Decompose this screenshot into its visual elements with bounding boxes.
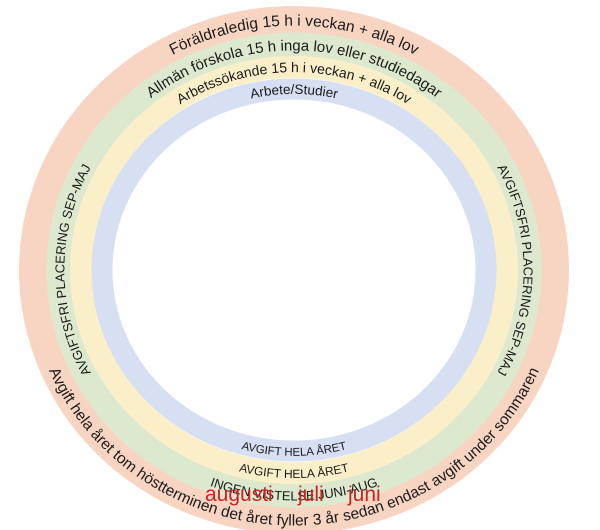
month-label-augusti: augusti: [205, 483, 273, 506]
ring-arbete-studier-band: [91, 78, 497, 462]
ring-foraldraledig-band: [19, 6, 569, 530]
ring-arbete-studier-top-label: Arbete/Studier: [249, 82, 340, 102]
ring-allman-forskola-band: [46, 32, 542, 508]
rings-group: [19, 6, 569, 530]
month-label-juni: juni: [348, 483, 381, 506]
month-label-juli: juli: [298, 483, 324, 506]
ring-arbetssokande-band: [70, 56, 518, 484]
ring-arbetssokande-bottom-label: AVGIFT HELA ÅRET: [238, 460, 351, 481]
